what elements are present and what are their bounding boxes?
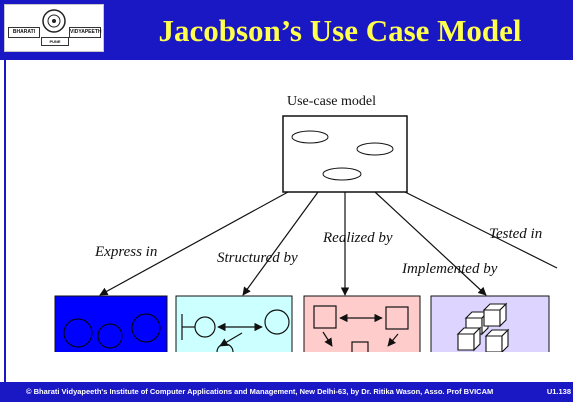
edge-implemented-by — [374, 191, 487, 296]
analysis-model-box — [54, 295, 168, 357]
edge-tested-in — [404, 191, 558, 269]
use-case-ellipse — [356, 142, 394, 156]
edge-label-implemented-by: Implemented by — [401, 261, 498, 277]
use-case-model-label: Use-case model — [287, 94, 376, 109]
edge-express-in — [99, 191, 289, 296]
use-case-model-box — [282, 115, 408, 193]
left-rule — [4, 60, 6, 382]
object-circle — [63, 318, 93, 348]
component-cubes — [456, 302, 510, 354]
object-circle — [194, 316, 216, 338]
logo-left-text: BHARATI — [8, 27, 40, 38]
title-bar: BHARATI VIDYAPEETH PUNE Jacobson’s Use C… — [0, 0, 573, 60]
implementation-model-box — [303, 295, 421, 357]
logo-right-text: VIDYAPEETH — [69, 27, 102, 38]
message-arrow — [387, 333, 399, 347]
object-circle — [264, 309, 290, 335]
footer-copyright: © Bharati Vidyapeeth's Institute of Comp… — [26, 387, 494, 396]
slide-number: U1.138 — [546, 387, 571, 396]
slide-title: Jacobson’s Use Case Model — [158, 13, 522, 48]
use-case-ellipse — [322, 167, 362, 181]
emblem-icon — [42, 9, 66, 33]
design-model-box — [175, 295, 293, 357]
edge-label-tested-in: Tested in — [489, 226, 542, 242]
class-square — [313, 305, 337, 329]
use-case-diagram: Use-case model Express in Structured by … — [6, 94, 573, 382]
message-arrow — [322, 331, 333, 347]
footer-bar: © Bharati Vidyapeeth's Institute of Comp… — [0, 382, 573, 402]
institute-logo: BHARATI VIDYAPEETH PUNE — [4, 4, 104, 52]
edge-label-realized-by: Realized by — [322, 230, 393, 246]
logo-bottom-text: PUNE — [41, 37, 69, 46]
use-case-ellipse — [291, 130, 329, 144]
class-square — [385, 306, 409, 330]
object-circle — [97, 323, 123, 349]
edge-label-structured-by: Structured by — [217, 250, 298, 266]
edge-label-express-in: Express in — [94, 244, 157, 260]
edge-structured-by — [242, 191, 319, 296]
object-circle — [131, 313, 161, 343]
crop-band — [6, 352, 573, 382]
